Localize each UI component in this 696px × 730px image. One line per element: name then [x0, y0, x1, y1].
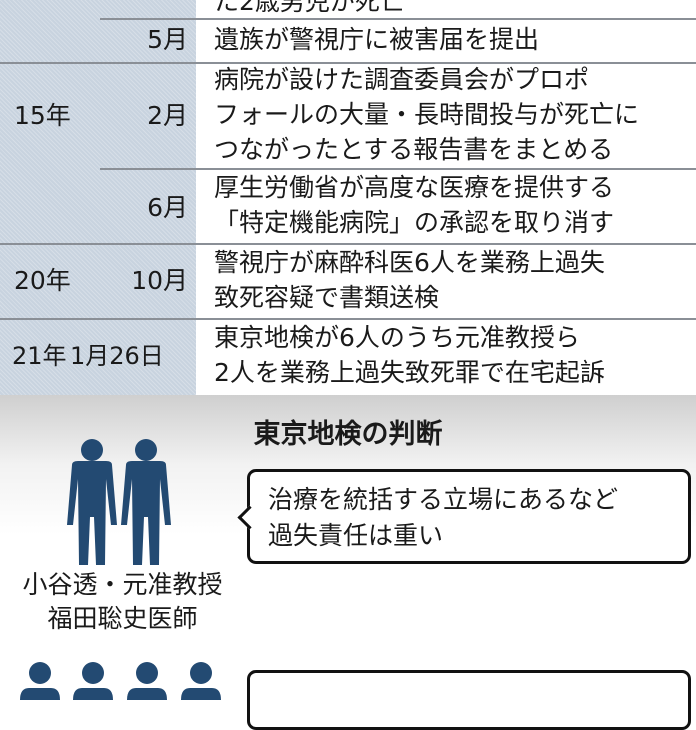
- event-text: 厚生労働省が高度な医療を提供する: [214, 173, 615, 202]
- event-text: つながったとする報告書をまとめる: [214, 135, 614, 164]
- speech-bubble-2: [247, 670, 691, 730]
- event-text: 遺族が警視庁に被害届を提出: [214, 25, 540, 54]
- four-person-icon: [20, 662, 221, 700]
- month-label: 6月: [147, 193, 188, 222]
- speech-bubble: 治療を統括する立場にあるなど 過失責任は重い: [247, 469, 691, 564]
- divider: [0, 62, 696, 64]
- two-person-icon: [67, 439, 171, 565]
- divider: [0, 243, 696, 245]
- date-column: [0, 0, 196, 395]
- statement-line: 過失責任は重い: [268, 521, 444, 550]
- month-label: 1月26日: [70, 342, 164, 370]
- event-text: フォールの大量・長時間投与が死亡に: [214, 100, 640, 129]
- year-label: 15年: [14, 101, 71, 130]
- event-text: 病院が設けた調査委員会がプロポ: [214, 65, 590, 94]
- year-label: 20年: [14, 266, 71, 295]
- month-label: 2月: [147, 101, 188, 130]
- year-label: 21年: [12, 342, 67, 370]
- judgment-title: 東京地検の判断: [253, 419, 443, 450]
- name-line: 福田聡史医師: [47, 604, 198, 633]
- defendant-names: 小谷透・元准教授 福田聡史医師: [0, 568, 245, 636]
- month-label: 10月: [131, 266, 188, 295]
- event-text: 「特定機能病院」の承認を取り消す: [214, 208, 615, 237]
- event-text: 2人を業務上過失致死罪で在宅起訴: [214, 358, 605, 387]
- name-line: 小谷透・元准教授: [22, 570, 223, 599]
- statement-text: 治療を統括する立場にあるなど 過失責任は重い: [268, 482, 618, 554]
- month-label: 5月: [147, 25, 188, 54]
- divider: [0, 318, 696, 320]
- event-text: 警視庁が麻酔科医6人を業務上過失: [214, 248, 605, 277]
- divider: [100, 18, 696, 20]
- divider: [100, 168, 696, 170]
- statement-line: 治療を統括する立場にあるなど: [268, 485, 619, 514]
- event-text: 致死容疑で書類送検: [214, 283, 440, 312]
- event-text: 東京地検が6人のうち元准教授ら: [214, 323, 580, 352]
- event-text: た2歳男児が死亡: [214, 0, 405, 16]
